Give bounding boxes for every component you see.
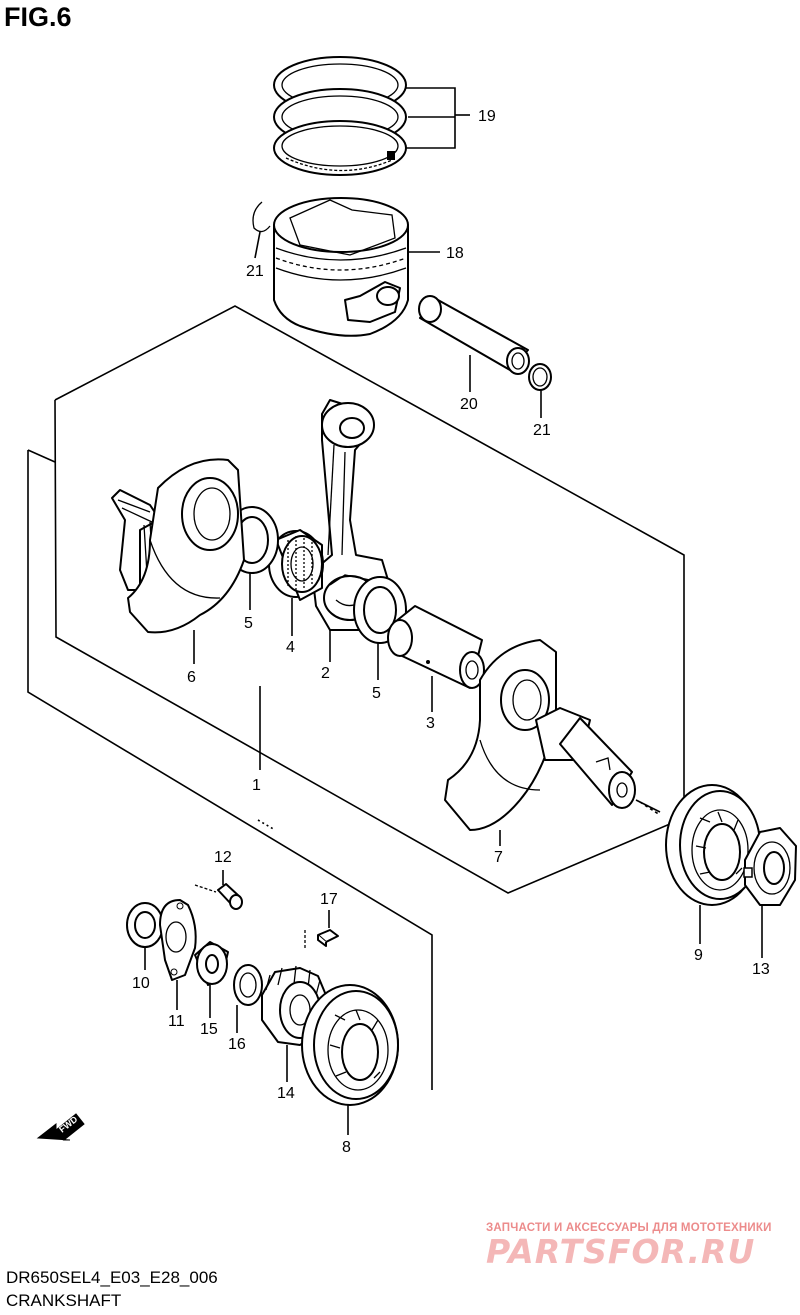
callout-1: 1 [252,777,261,794]
callout-21b: 21 [533,422,551,439]
callout-6: 6 [187,669,196,686]
callout-20: 20 [460,396,478,413]
figure-name: CRANKSHAFT [6,1291,122,1310]
callout-labels: 1 2 3 4 5 5 6 7 8 9 10 11 12 13 14 15 16… [132,108,770,1156]
left-main-bearing [301,984,399,1106]
washer [233,964,263,1006]
callout-7: 7 [494,849,503,866]
callout-18: 18 [446,245,464,262]
key [304,929,339,950]
piston [273,197,409,337]
callout-14: 14 [277,1085,295,1102]
callout-15: 15 [200,1021,218,1038]
crank-pin [387,605,485,689]
callout-11: 11 [168,1013,185,1030]
left-crank-web [111,458,245,634]
callout-5b: 5 [372,685,381,702]
nut [743,827,797,906]
callout-16: 16 [228,1036,246,1053]
watermark-tagline: ЗАПЧАСТИ И АКСЕССУАРЫ ДЛЯ МОТОТЕХНИКИ [486,1222,772,1234]
callout-8: 8 [342,1139,351,1156]
circlip-upper [252,201,271,233]
callout-17: 17 [320,891,338,908]
callout-21a: 21 [246,263,264,280]
oil-seal [126,902,164,948]
figure-title: FIG.6 [4,2,72,32]
model-code: DR650SEL4_E03_E28_006 [6,1268,218,1287]
callout-9: 9 [694,947,703,964]
callout-13: 13 [752,961,770,978]
piston-ring-set [273,56,407,176]
watermark-logo: PARTSFOR.RU [486,1232,756,1271]
leader-lines [144,87,763,1135]
right-main-bearing [665,784,761,906]
right-crank-web [444,639,636,831]
retainer-plate [159,899,197,981]
piston-pin [418,295,530,375]
callout-12: 12 [214,849,232,866]
callout-5a: 5 [244,615,253,632]
callout-3: 3 [426,715,435,732]
callout-19: 19 [478,108,496,125]
callout-4: 4 [286,639,295,656]
bolt [194,883,243,910]
needle-bearing [268,529,324,601]
spacer [194,941,229,986]
circlip-lower [528,363,552,391]
callout-10: 10 [132,975,150,992]
callout-2: 2 [321,665,330,682]
fwd-arrow-icon: FWD [36,1113,85,1141]
